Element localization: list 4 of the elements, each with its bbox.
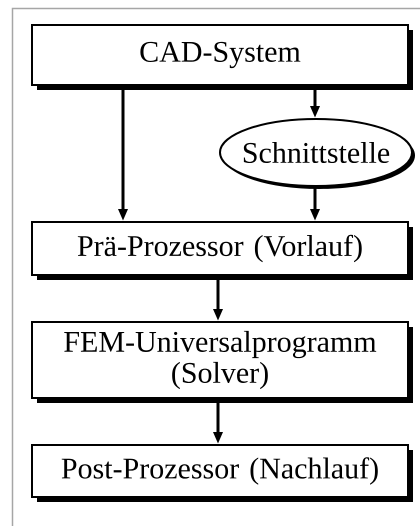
- process-box: CAD-System: [31, 24, 413, 90]
- process-box: Prä-Prozessor (Vorlauf): [31, 221, 413, 280]
- process-box: FEM-Universalprogramm (Solver): [31, 321, 413, 403]
- process-box: Post-Prozessor (Nachlauf): [31, 444, 413, 502]
